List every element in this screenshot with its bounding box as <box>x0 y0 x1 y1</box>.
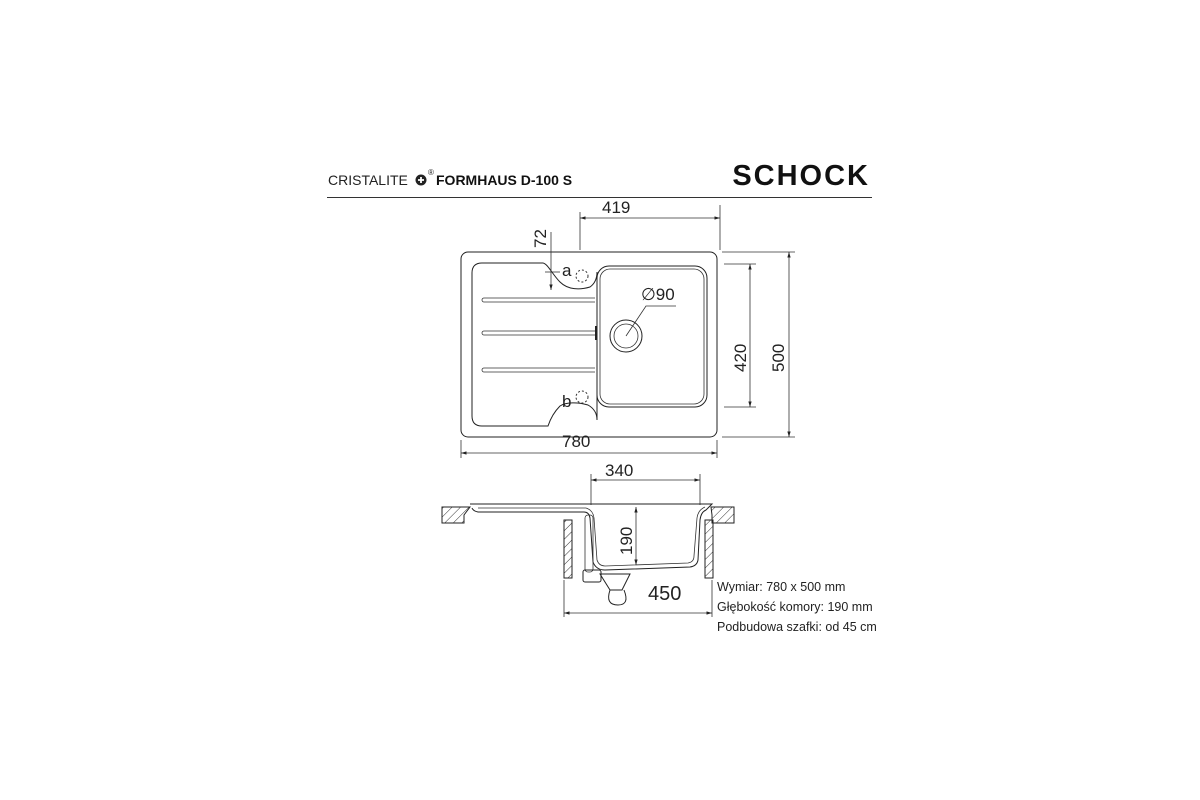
sink-profile <box>470 503 714 571</box>
cabinet-wall-left <box>563 519 573 579</box>
dim-bowl-depth: 190 <box>617 527 636 555</box>
countertop-right <box>710 506 735 524</box>
dim-width: 780 <box>562 432 590 451</box>
sink-outline <box>460 251 718 438</box>
tap-hole-a-icon <box>575 269 589 283</box>
dim-depth: 500 <box>769 344 788 372</box>
cabinet-wall-right <box>704 519 714 579</box>
bowl-inner <box>599 268 705 405</box>
drain-leader <box>625 305 676 337</box>
countertop-left <box>441 506 471 524</box>
spec-cabinet: Podbudowa szafki: od 45 cm <box>717 620 877 634</box>
spec-bowl-depth: Głębokość komory: 190 mm <box>717 600 873 614</box>
section-view: 340 190 450 <box>441 461 735 617</box>
tap-hole-b-label: b <box>562 392 571 411</box>
plus-logo-icon <box>415 174 427 186</box>
drain-icon <box>609 319 643 353</box>
spec-dimensions: Wymiar: 780 x 500 mm <box>717 580 845 594</box>
dim-bowl-width: 419 <box>602 198 630 217</box>
drain-diameter-label: ∅90 <box>641 285 675 304</box>
top-view: ∅90 a b 419 72 420 500 780 <box>460 198 795 458</box>
specs: Wymiar: 780 x 500 mm Głębokość komory: 1… <box>717 580 877 634</box>
drainboard-ribs <box>481 297 597 373</box>
siphon-icon <box>582 514 631 606</box>
dim-bowl-inner: 340 <box>605 461 633 480</box>
model-name: FORMHAUS D-100 S <box>436 172 572 188</box>
dim-offset: 72 <box>531 229 550 248</box>
dim-bowl-length: 420 <box>731 344 750 372</box>
drainboard <box>471 262 598 427</box>
registered-mark: ® <box>428 168 434 177</box>
tap-hole-b-icon <box>575 390 589 404</box>
series-name: CRISTALITE <box>328 172 408 188</box>
header: CRISTALITE ® FORMHAUS D-100 S SCHOCK <box>327 160 872 198</box>
dim-cabinet: 450 <box>648 583 681 605</box>
tap-hole-a-label: a <box>562 261 572 280</box>
brand-logo: SCHOCK <box>732 160 870 192</box>
